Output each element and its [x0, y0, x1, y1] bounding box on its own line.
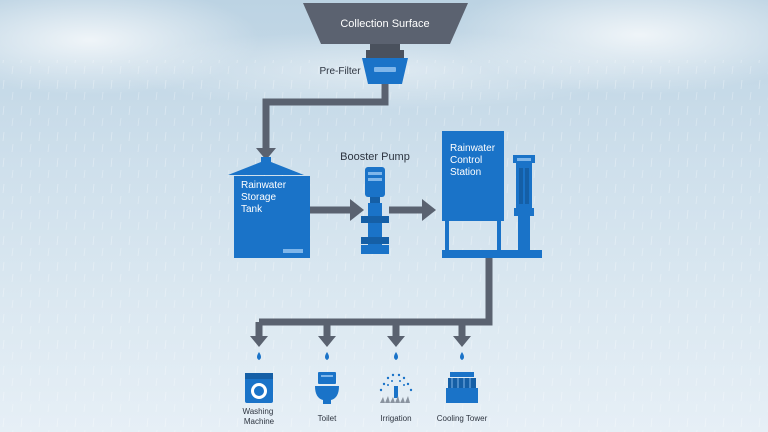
washing-machine-label-line-1: Washing: [242, 407, 273, 416]
irrigation-label: Irrigation: [380, 414, 411, 423]
outlet-toilet: Toilet: [315, 352, 339, 423]
pre-filter: Pre-Filter: [319, 50, 408, 84]
booster-pump: Booster Pump: [340, 151, 410, 254]
rainwater-storage-tank: Rainwater Storage Tank: [228, 157, 310, 258]
outlet-washing-machine: Washing Machine: [242, 352, 275, 426]
rainwater-control-station: Rainwater Control Station: [442, 131, 542, 258]
svg-text:Rainwater Control: Rainwater Control Station: [450, 143, 498, 178]
cooling-tower-label: Cooling Tower: [437, 414, 488, 423]
arrow-down-toilet-icon: [318, 336, 336, 347]
storage-tank-label-line-3: Tank: [241, 204, 263, 215]
washing-machine-label-line-2: Machine: [244, 417, 275, 426]
water-drop-icon: [257, 352, 261, 360]
arrow-down-washing-icon: [250, 336, 268, 347]
toilet-label: Toilet: [318, 414, 337, 423]
control-station-label-line-1: Rainwater: [450, 143, 496, 154]
svg-text:Washing Machine: Washing Machine: [242, 407, 275, 426]
arrow-down-irrigation-icon: [387, 336, 405, 347]
pipes: [255, 44, 493, 338]
collection-surface: Collection Surface: [303, 3, 468, 50]
pipe-station-to-distribution: [259, 258, 493, 326]
sprinkler-icon: [379, 373, 413, 403]
water-drop-icon: [394, 352, 398, 360]
washing-machine-icon: [245, 373, 273, 403]
arrow-down-cooling-icon: [453, 336, 471, 347]
control-station-label-line-3: Station: [450, 167, 481, 178]
arrow-right-station-icon: [422, 199, 436, 221]
storage-tank-label-line-2: Storage: [241, 192, 276, 203]
outlet-irrigation: Irrigation: [379, 352, 413, 423]
arrow-heads: [250, 148, 471, 347]
pipe-prefilter-to-tank: [262, 84, 389, 150]
toilet-icon: [315, 372, 339, 404]
storage-tank-label-line-1: Rainwater: [241, 180, 287, 191]
water-drop-icon: [460, 352, 464, 360]
arrow-down-tank-icon: [256, 148, 276, 160]
water-drop-icon: [325, 352, 329, 360]
svg-text:Rainwater Storage: Rainwater Storage Tank: [241, 180, 289, 215]
collection-surface-label: Collection Surface: [340, 18, 429, 30]
outlet-cooling-tower: Cooling Tower: [437, 352, 488, 423]
control-station-label-line-2: Control: [450, 155, 482, 166]
booster-pump-label: Booster Pump: [340, 151, 410, 163]
arrow-right-pump-icon: [350, 199, 364, 221]
cooling-tower-icon: [446, 372, 478, 403]
pre-filter-label: Pre-Filter: [319, 66, 361, 77]
